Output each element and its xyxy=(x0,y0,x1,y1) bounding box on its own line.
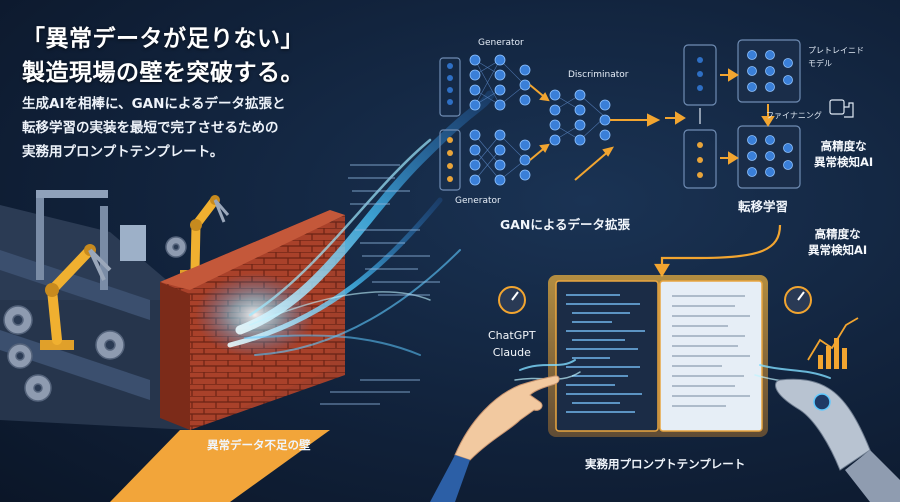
llm-label: ChatGPT Claude xyxy=(488,329,536,359)
robot-hand-icon xyxy=(775,378,900,502)
pretrained-label: プレトレイニド モデル xyxy=(808,46,864,68)
template-book xyxy=(548,275,768,437)
yellow-floor-path xyxy=(110,430,330,502)
generator-label-top: Generator xyxy=(478,38,524,48)
robot-arm-left xyxy=(40,244,112,350)
book-caption: 実務用プロンプトテンプレート xyxy=(585,457,746,471)
pretrained-model-block xyxy=(683,39,801,106)
headline-line-2: 製造現場の壁を突破する。 xyxy=(22,60,304,86)
generator-network-top xyxy=(439,54,531,117)
code-snippet-lines xyxy=(320,164,440,405)
transfer-arrows xyxy=(665,68,775,165)
puzzle-icon xyxy=(829,99,854,118)
high-precision-ai-label-lower: 高精度な 異常検知AI xyxy=(808,227,868,257)
return-arrow xyxy=(654,224,782,278)
finetuning-label: ファイナニング xyxy=(766,111,822,120)
discriminator-network xyxy=(549,89,611,146)
subtext: 生成AIを相棒に、GANによるデータ拡張と 転移学習の実装を最短で完了させるため… xyxy=(22,92,286,164)
finetuned-model-block xyxy=(683,125,801,189)
brick-wall xyxy=(160,210,345,430)
gan-arrows xyxy=(529,84,661,181)
headline: 「異常データが足りない」 製造現場の壁を突破する。 xyxy=(22,22,304,90)
generator-label-bottom: Generator xyxy=(455,196,501,206)
transfer-learning-label: 転移学習 xyxy=(738,199,789,214)
generator-network-bottom xyxy=(439,129,531,191)
human-hand-icon xyxy=(430,375,560,502)
subtext-line-3: 実務用プロンプトテンプレート。 xyxy=(22,144,224,160)
headline-line-1: 「異常データが足りない」 xyxy=(22,26,304,52)
high-precision-ai-label-upper: 高精度な 異常検知AI xyxy=(814,139,874,169)
wall-caption: 異常データ不足の壁 xyxy=(207,438,311,452)
discriminator-label: Discriminator xyxy=(568,70,629,80)
gear-icons xyxy=(3,236,187,402)
subtext-line-1: 生成AIを相棒に、GANによるデータ拡張と xyxy=(22,96,286,112)
gauge-icon-left xyxy=(498,286,526,314)
bar-chart-icon xyxy=(807,317,859,369)
gauge-icon-right xyxy=(784,286,812,314)
gan-caption: GANによるデータ拡張 xyxy=(500,217,631,232)
subtext-line-2: 転移学習の実装を最短で完了させるための xyxy=(22,120,279,136)
